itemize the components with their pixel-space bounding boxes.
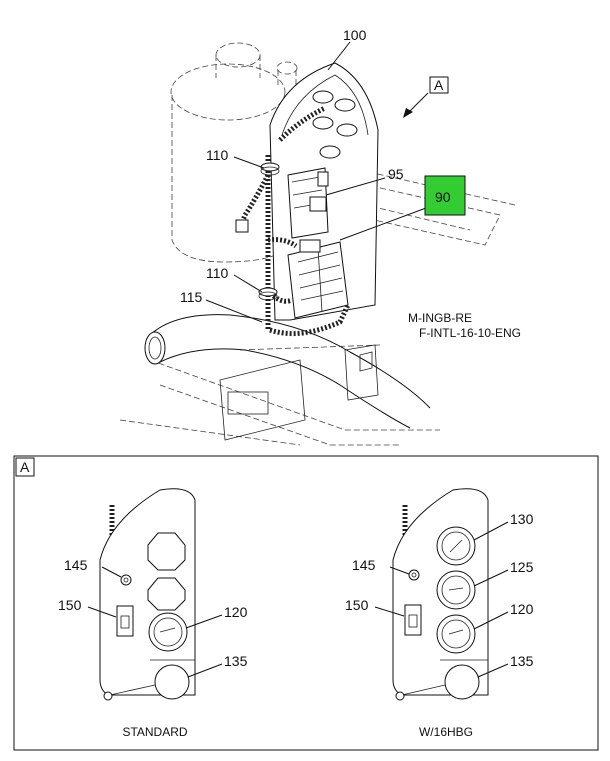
callout-95: 95 (388, 166, 404, 182)
callout-90-highlight[interactable] (424, 175, 466, 216)
hbg-callout-130: 130 (510, 511, 534, 527)
view-arrow (403, 76, 449, 118)
lower-frame-panel (219, 344, 379, 441)
grommet-110-lower (258, 287, 278, 301)
detail-flag-a: A (20, 459, 30, 475)
controller-90 (287, 239, 349, 319)
std-callout-135: 135 (224, 653, 248, 669)
callout-leaders (205, 41, 427, 323)
main-assembly-view: 100 110 95 90 110 115 A M-INGB-RE F-INTL… (119, 27, 521, 446)
view-flag-a: A (434, 77, 444, 93)
callout-115: 115 (180, 289, 203, 305)
std-callout-145: 145 (64, 557, 88, 573)
standard-gauge-panel (99, 488, 196, 701)
hbg-callout-150: 150 (345, 597, 369, 613)
caption-standard: STANDARD (122, 725, 187, 739)
std-callout-150: 150 (58, 597, 82, 613)
module-95 (287, 167, 329, 239)
wiring-harness (235, 105, 351, 337)
grommet-110-upper (260, 162, 280, 176)
pipe-assembly (144, 314, 431, 429)
hbg-callout-145: 145 (352, 557, 376, 573)
hbg-callout-120: 120 (510, 601, 534, 617)
detail-frame (13, 455, 599, 751)
code-line-1: M-INGB-RE (408, 311, 472, 325)
callout-110-upper: 110 (206, 147, 229, 163)
code-line-2: F-INTL-16-10-ENG (419, 326, 521, 340)
hbg-gauge-panel (392, 488, 489, 701)
callout-110-lower: 110 (206, 265, 229, 281)
std-callout-120: 120 (224, 604, 248, 620)
callout-100: 100 (343, 27, 367, 43)
caption-w16hbg: W/16HBG (419, 725, 473, 739)
detail-view-a: A (13, 455, 599, 751)
hbg-callout-125: 125 (510, 559, 534, 575)
callout-90[interactable]: 90 (435, 189, 451, 205)
detail-leaders (87, 521, 509, 678)
hbg-callout-135: 135 (510, 653, 534, 669)
